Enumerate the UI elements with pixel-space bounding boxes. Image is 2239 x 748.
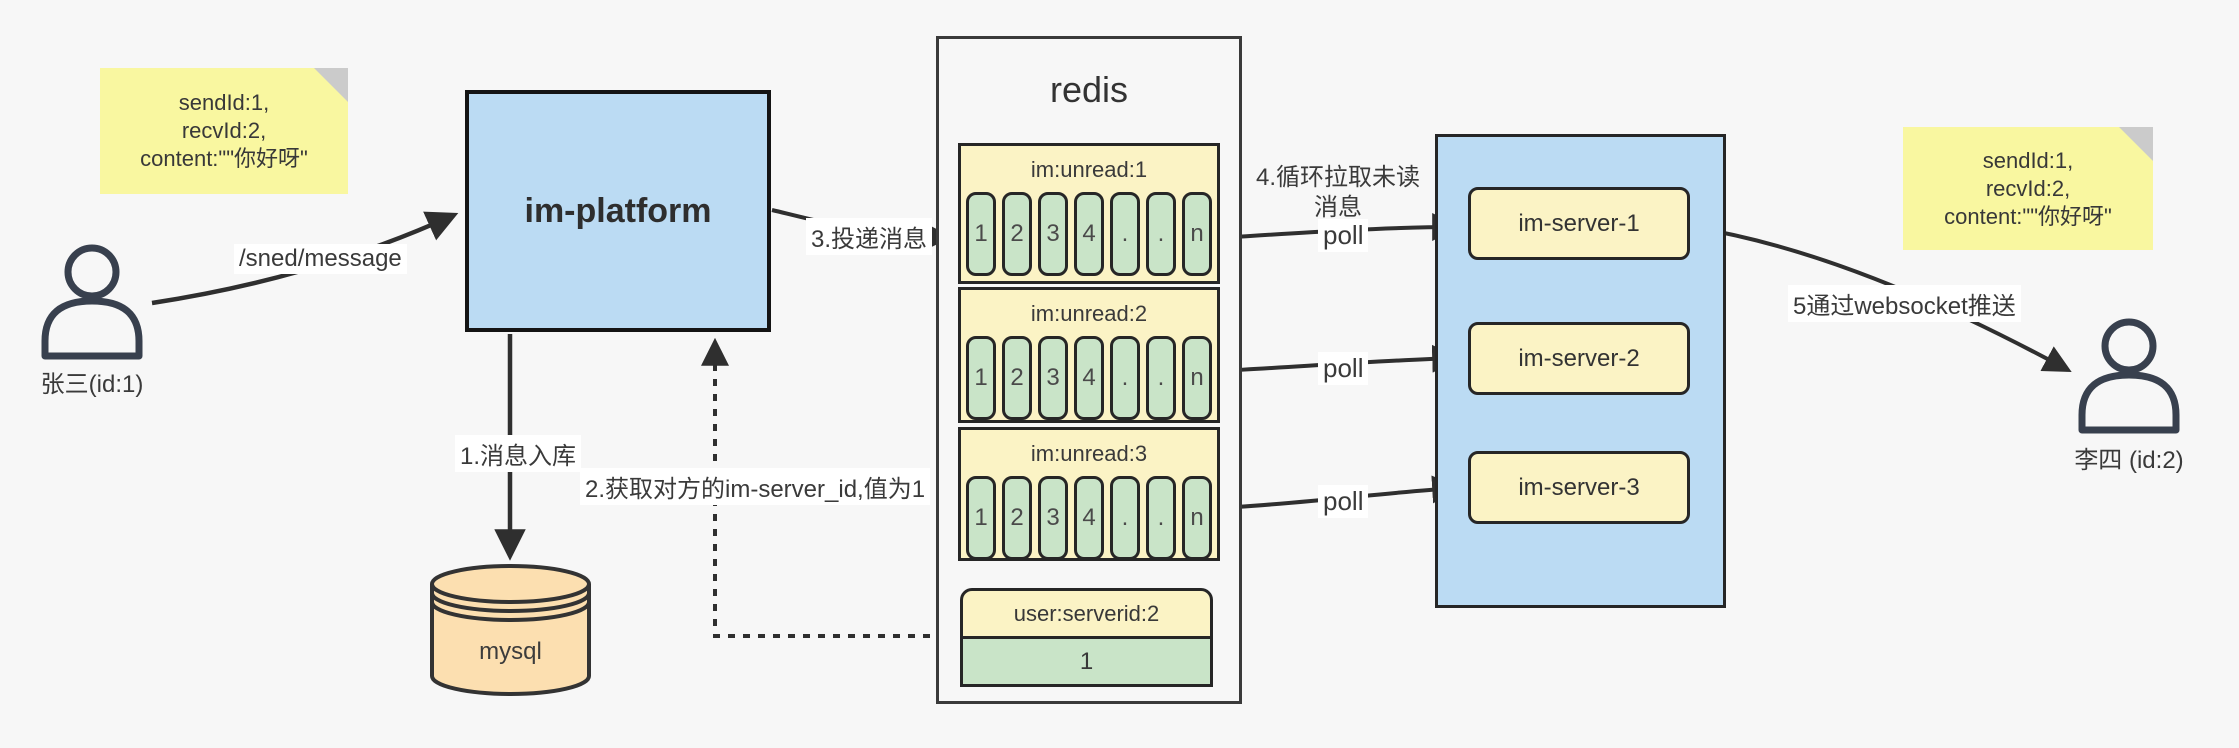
im-server-2-label: im-server-2: [1518, 344, 1640, 372]
arrow-step5-websocket-push: [1691, 225, 2072, 372]
queue-cell: .: [1146, 192, 1176, 276]
queue-cell: 2: [1002, 476, 1032, 560]
queue-cell: 1: [966, 476, 996, 560]
queue-cell: 4: [1074, 192, 1104, 276]
queue-im-unread-3: im:unread:3 1 2 3 4 . . n: [958, 427, 1220, 561]
edge-label-poll-3: poll: [1318, 485, 1369, 518]
queue-im-unread-1: im:unread:1 1 2 3 4 . . n: [958, 143, 1220, 284]
queue-cell: n: [1182, 476, 1212, 560]
queue-cell: 1: [966, 192, 996, 276]
im-platform-node: im-platform: [465, 90, 771, 332]
queue-im-unread-2: im:unread:2 1 2 3 4 . . n: [958, 287, 1220, 423]
queue-cell: n: [1182, 336, 1212, 420]
mysql-label: mysql: [479, 638, 542, 665]
queue-cell: .: [1110, 192, 1140, 276]
mapping-value: 1: [960, 639, 1213, 687]
sender-person-icon: [41, 244, 143, 360]
queue-cell: 2: [1002, 336, 1032, 420]
queue-cells: 1 2 3 4 . . n: [961, 192, 1217, 276]
im-server-1-node: im-server-1: [1468, 187, 1690, 260]
edge-label-step3: 3.投递消息: [806, 218, 933, 255]
im-server-1-label: im-server-1: [1518, 209, 1640, 237]
sender-label: 张三(id:1): [40, 371, 144, 398]
queue-cells: 1 2 3 4 . . n: [961, 336, 1217, 420]
redis-title: redis: [1049, 69, 1129, 110]
message-note-left: sendId:1, recvId:2, content:""你好呀": [100, 68, 348, 194]
im-server-2-node: im-server-2: [1468, 322, 1690, 395]
edge-label-step4: 4.循环拉取未读消息: [1255, 164, 1420, 221]
receiver-label: 李四 (id:2): [2074, 447, 2184, 474]
mysql-cylinder-icon: [430, 564, 591, 696]
queue-cell: .: [1146, 336, 1176, 420]
queue-cells: 1 2 3 4 . . n: [961, 476, 1217, 560]
edge-label-step2: 2.获取对方的im-server_id,值为1: [580, 468, 931, 505]
queue-cell: .: [1110, 336, 1140, 420]
note-line: content:""你好呀": [140, 146, 308, 171]
queue-cell: .: [1146, 476, 1176, 560]
note-line: sendId:1,: [178, 90, 270, 115]
queue-title: im:unread:1: [1030, 157, 1148, 182]
queue-cell: 3: [1038, 192, 1068, 276]
edge-label-send-message: /sned/message: [234, 244, 407, 274]
mapping-key: user:serverid:2: [960, 588, 1213, 639]
queue-title: im:unread:2: [1030, 301, 1148, 326]
user-serverid-mapping: user:serverid:2 1: [960, 588, 1213, 687]
im-server-3-label: im-server-3: [1518, 473, 1640, 501]
queue-cell: n: [1182, 192, 1212, 276]
arrow-step2-lookup-serverid: [701, 337, 960, 638]
note-line: sendId:1,: [1982, 147, 2074, 173]
im-server-3-node: im-server-3: [1468, 451, 1690, 524]
note-line: recvId:2,: [181, 118, 267, 143]
queue-cell: 1: [966, 336, 996, 420]
queue-title: im:unread:3: [1030, 441, 1148, 466]
im-platform-label: im-platform: [524, 191, 712, 230]
note-line: content:""你好呀": [1944, 203, 2112, 229]
queue-cell: .: [1110, 476, 1140, 560]
queue-cell: 3: [1038, 476, 1068, 560]
edge-label-poll-2: poll: [1318, 352, 1369, 385]
queue-cell: 4: [1074, 476, 1104, 560]
edge-label-step1: 1.消息入库: [455, 435, 582, 472]
message-note-right: sendId:1, recvId:2, content:""你好呀": [1903, 127, 2153, 250]
note-line: recvId:2,: [1985, 175, 2071, 201]
queue-cell: 4: [1074, 336, 1104, 420]
queue-cell: 2: [1002, 192, 1032, 276]
edge-label-poll-1: poll: [1318, 219, 1369, 252]
edge-label-step5: 5通过websocket推送: [1788, 285, 2021, 322]
receiver-person-icon: [2078, 318, 2180, 434]
queue-cell: 3: [1038, 336, 1068, 420]
